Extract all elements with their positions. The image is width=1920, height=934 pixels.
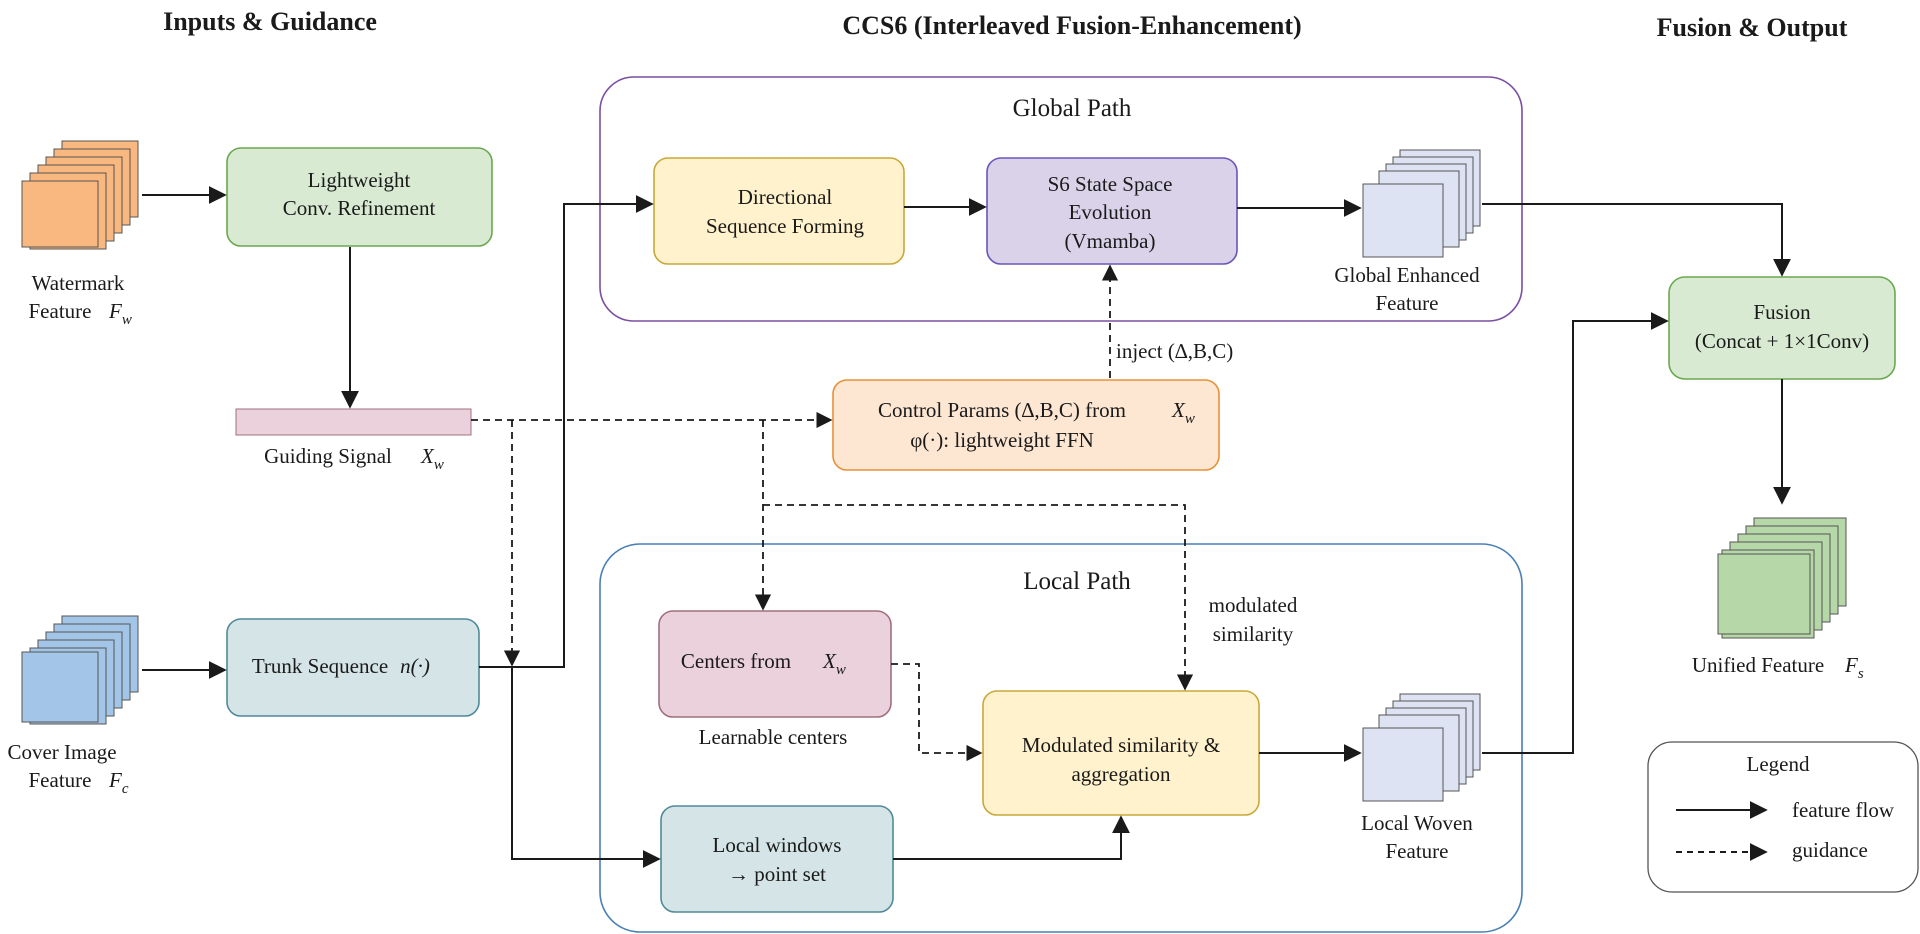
global-path-container: [599, 76, 1523, 322]
local-windows-box: [660, 805, 894, 913]
fusion-label-1: Fusion: [1753, 300, 1811, 324]
legend-solid-label: feature flow: [1792, 798, 1895, 822]
directional-sequence-box: [653, 157, 905, 265]
modulated-annotation-2: similarity: [1213, 622, 1294, 646]
cover-feature-stack: [21, 615, 139, 725]
cover-label-1: Cover Image: [7, 740, 116, 764]
arrow-local-windows-to-modsim: [893, 815, 1130, 860]
fusion-box: [1668, 276, 1896, 380]
arrow-local-feature-to-fusion: [1482, 312, 1669, 754]
control-params-box: [832, 379, 1220, 471]
local-path-container: [599, 543, 1523, 933]
cover-label-2: Feature: [29, 768, 92, 792]
local-feature-label-2: Feature: [1386, 839, 1449, 863]
conv-refinement-label-2: Conv. Refinement: [283, 196, 436, 220]
cover-symbol: Fc: [108, 768, 129, 797]
s6-label-2: Evolution: [1069, 200, 1152, 224]
watermark-feature-stack: [21, 140, 139, 250]
global-path-label: Global Path: [1013, 95, 1132, 122]
directional-sequence-label-2: Sequence Forming: [706, 214, 865, 238]
local-path-label: Local Path: [1023, 568, 1131, 595]
watermark-symbol: Fw: [108, 299, 132, 328]
trunk-sequence-fn: n(·): [400, 654, 430, 678]
s6-label-1: S6 State Space: [1048, 172, 1173, 196]
conv-refinement-box: [226, 147, 493, 247]
centers-label: Centers from: [681, 649, 791, 673]
trunk-sequence-label: Trunk Sequence: [252, 654, 388, 678]
unified-feature-label: Unified Feature: [1692, 653, 1824, 677]
watermark-label-2: Feature: [29, 299, 92, 323]
arrow-guidance-to-modsim: [763, 504, 1194, 691]
arrow-trunk-to-local-windows: [511, 667, 661, 868]
local-feature-stack: [1362, 693, 1481, 802]
control-params-label-1: Control Params (∆,B,C) from: [878, 398, 1126, 422]
header-inputs: Inputs & Guidance: [163, 7, 377, 36]
modulated-similarity-label-1: Modulated similarity &: [1022, 733, 1220, 757]
local-feature-label-1: Local Woven: [1361, 811, 1473, 835]
legend-title: Legend: [1747, 752, 1810, 776]
local-windows-label-1: Local windows: [713, 833, 842, 857]
directional-sequence-label-1: Directional: [738, 185, 833, 209]
unified-feature-stack: [1717, 517, 1847, 639]
modulated-similarity-label-2: aggregation: [1071, 762, 1171, 786]
watermark-label-1: Watermark: [32, 271, 125, 295]
s6-label-3: (Vmamba): [1065, 229, 1156, 253]
inject-label: inject (∆,B,C): [1116, 339, 1233, 363]
local-windows-label-2: → point set: [728, 862, 826, 886]
global-feature-label-1: Global Enhanced: [1334, 263, 1480, 287]
control-params-label-2: φ(·): lightweight FFN: [910, 428, 1094, 452]
global-feature-label-2: Feature: [1376, 291, 1439, 315]
fusion-label-2: (Concat + 1×1Conv): [1695, 329, 1869, 353]
conv-refinement-label-1: Lightweight: [308, 168, 411, 192]
centers-symbol: Xw: [822, 649, 846, 678]
s6-state-space-box: [986, 157, 1238, 265]
header-output: Fusion & Output: [1657, 13, 1848, 42]
header-ccs6: CCS6 (Interleaved Fusion-Enhancement): [842, 11, 1301, 40]
guiding-signal-symbol: Xw: [420, 444, 444, 473]
arrow-global-feature-to-fusion: [1482, 203, 1791, 277]
control-params-symbol: Xw: [1171, 398, 1195, 427]
global-feature-stack: [1362, 149, 1481, 258]
arrow-centers-to-modsim: [891, 663, 983, 762]
legend-box: [1647, 741, 1919, 893]
legend-dashed-label: guidance: [1792, 838, 1868, 862]
arrow-trunk-to-directional: [479, 195, 654, 668]
learnable-centers-caption: Learnable centers: [699, 725, 848, 749]
modulated-annotation-1: modulated: [1209, 593, 1298, 617]
guiding-signal-bar: [235, 408, 472, 436]
unified-feature-symbol: Fs: [1844, 653, 1864, 682]
guiding-signal-label: Guiding Signal: [264, 444, 392, 468]
